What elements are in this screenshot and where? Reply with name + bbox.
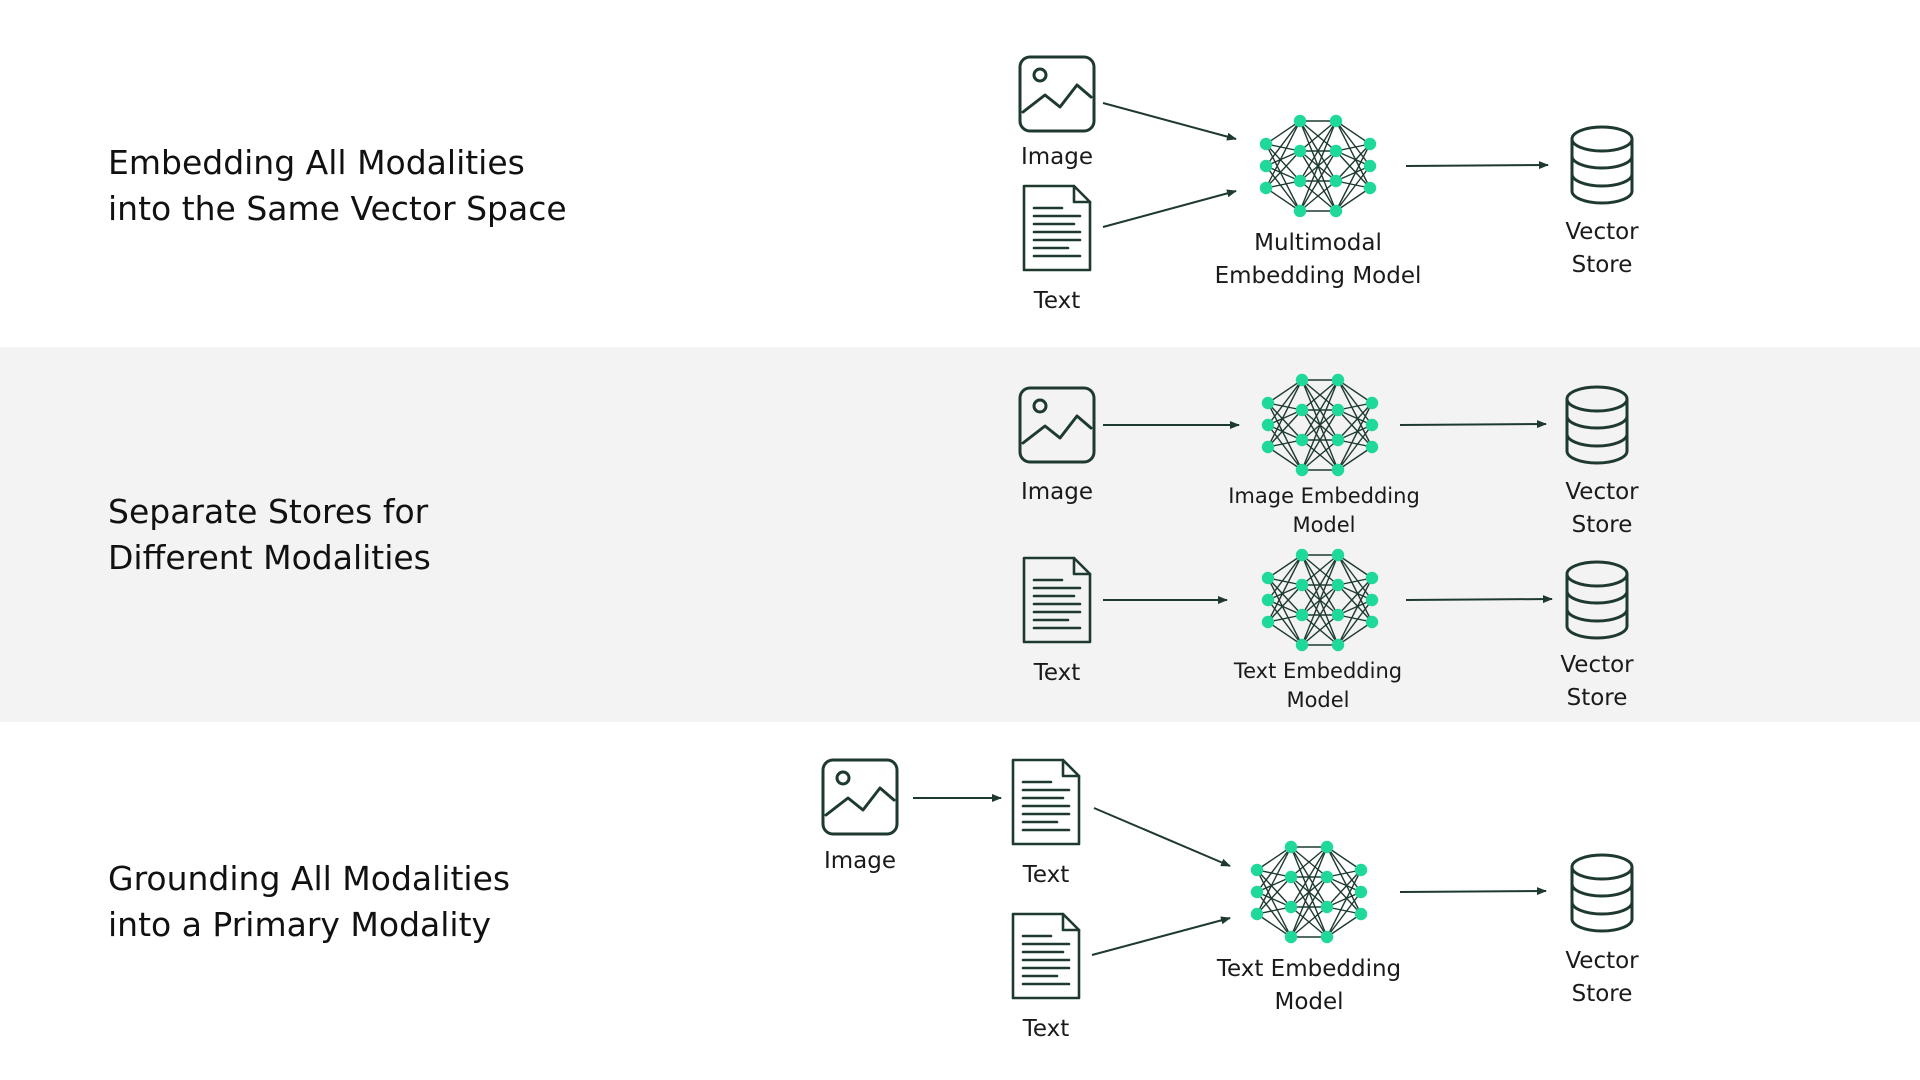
section-2-title-line-1: Separate Stores for <box>108 492 429 531</box>
arrow-image-to-model <box>1102 102 1237 141</box>
multimodal-network-icon <box>1259 114 1377 218</box>
section-1-title-line-2: into the Same Vector Space <box>108 189 567 228</box>
section-1-title-line-1: Embedding All Modalities <box>108 143 525 182</box>
section-3-title: Grounding All Modalities into a Primary … <box>108 856 510 948</box>
store-b-label-line-2: Store <box>1567 685 1628 711</box>
text-model-label-line-1: Text Embedding <box>1233 659 1402 683</box>
image-model-label-line-2: Model <box>1292 513 1355 537</box>
section-2-title: Separate Stores for Different Modalities <box>108 489 431 581</box>
store-a-label-line-2: Store <box>1572 512 1633 538</box>
store-label-line-1: Vector <box>1565 948 1639 974</box>
model-label-line-2: Embedding Model <box>1215 263 1422 289</box>
image-icon <box>821 758 899 836</box>
document-icon <box>1011 758 1081 846</box>
arrow-image-model-to-store <box>1399 420 1547 429</box>
arrow-model-to-store <box>1399 887 1547 896</box>
text-a-label: Text <box>1022 862 1070 888</box>
section-3-title-line-2: into a Primary Modality <box>108 905 492 944</box>
store-label-line-2: Store <box>1572 252 1633 278</box>
text-model-label-line-2: Model <box>1286 688 1349 712</box>
arrow-text-to-model <box>1102 189 1237 228</box>
store-b-label-line-1: Vector <box>1560 652 1634 678</box>
model-label-line-1: Multimodal <box>1254 230 1382 256</box>
image-label: Image <box>824 848 896 874</box>
text-b-label: Text <box>1022 1016 1070 1042</box>
arrow-text-a-to-model <box>1093 807 1231 867</box>
model-label-line-2: Model <box>1274 989 1343 1015</box>
document-icon <box>1011 912 1081 1000</box>
model-label-line-1: Text Embedding <box>1216 956 1401 982</box>
database-icon <box>1570 853 1634 933</box>
section-1-title: Embedding All Modalities into the Same V… <box>108 140 567 232</box>
text-embedding-network-icon <box>1261 548 1379 652</box>
database-icon <box>1565 385 1629 465</box>
image-icon <box>1018 55 1096 133</box>
text-label: Text <box>1033 288 1081 314</box>
text-label: Text <box>1033 660 1081 686</box>
section-3-title-line-1: Grounding All Modalities <box>108 859 511 898</box>
image-embedding-network-icon <box>1261 373 1379 477</box>
arrow-model-to-store <box>1405 161 1549 170</box>
arrow-text-b-to-model <box>1091 916 1231 956</box>
database-icon <box>1565 560 1629 640</box>
image-label: Image <box>1021 479 1093 505</box>
arrow-text-model-to-store <box>1405 595 1553 604</box>
text-embedding-network-icon <box>1250 840 1368 944</box>
store-a-label-line-1: Vector <box>1565 479 1639 505</box>
image-model-label-line-1: Image Embedding <box>1228 484 1420 508</box>
section-2-title-line-2: Different Modalities <box>108 538 431 577</box>
image-icon <box>1018 386 1096 464</box>
document-icon <box>1022 556 1092 644</box>
store-label-line-1: Vector <box>1565 219 1639 245</box>
image-label: Image <box>1021 144 1093 170</box>
store-label-line-2: Store <box>1572 981 1633 1007</box>
database-icon <box>1570 125 1634 205</box>
document-icon <box>1022 184 1092 272</box>
